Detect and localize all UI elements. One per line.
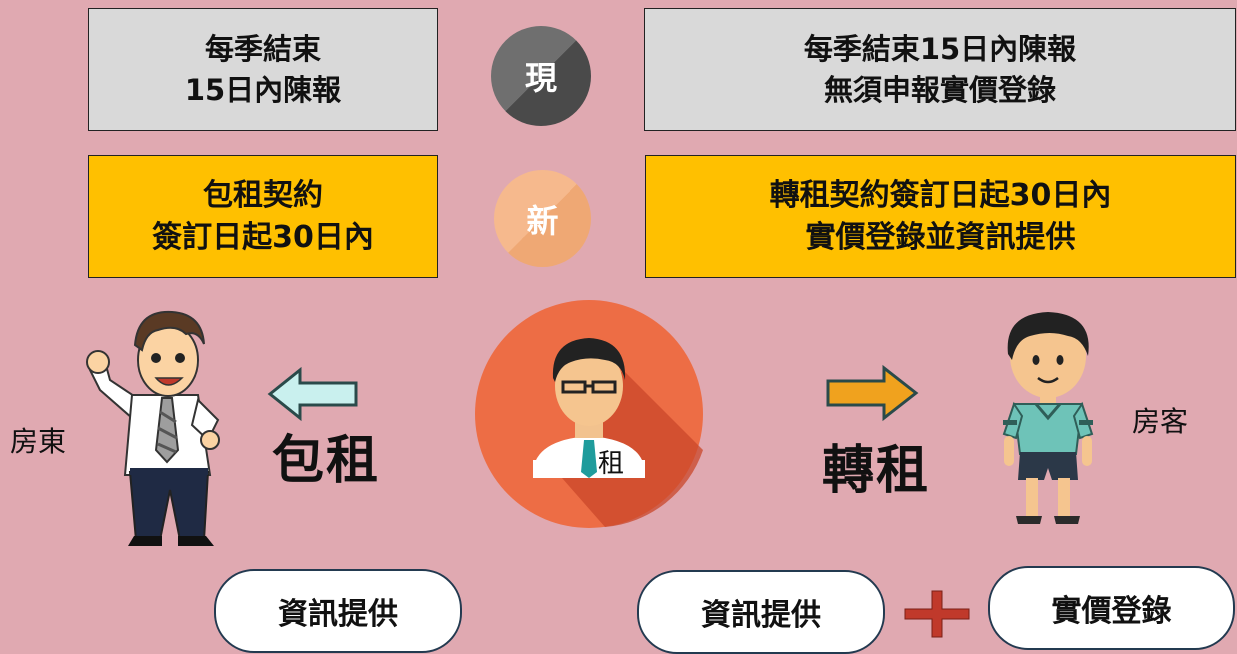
left-arrow-icon bbox=[267, 366, 358, 422]
right-arrow-label: 轉租 bbox=[822, 441, 931, 501]
new-left-box: 包租契約 簽訂日起30日內 bbox=[88, 155, 438, 278]
current-right-line-1: 每季結束15日內陳報 bbox=[803, 32, 1077, 67]
tenant-illustration bbox=[1002, 312, 1094, 524]
current-left-box: 每季結束 15日內陳報 bbox=[88, 8, 438, 131]
agent-tag: 租 bbox=[598, 449, 625, 479]
current-badge-label: 現 bbox=[524, 59, 557, 97]
landlord-label: 房東 bbox=[10, 425, 67, 458]
current-badge: 現 bbox=[491, 26, 591, 126]
right-info-label: 資訊提供 bbox=[701, 598, 821, 633]
new-left-line-2: 簽訂日起30日內 bbox=[152, 219, 374, 255]
current-left-line-2: 15日內陳報 bbox=[184, 72, 342, 107]
left-info-label: 資訊提供 bbox=[278, 597, 398, 632]
new-badge-label: 新 bbox=[526, 201, 559, 240]
right-arrow-icon bbox=[826, 364, 919, 422]
left-info-pill: 資訊提供 bbox=[214, 569, 462, 653]
right-info-pill: 資訊提供 bbox=[637, 570, 885, 654]
plus-icon bbox=[904, 590, 970, 638]
new-right-line-1: 轉租契約簽訂日起30日內 bbox=[769, 178, 1112, 214]
agent-illustration bbox=[475, 300, 703, 528]
tenant-label: 房客 bbox=[1132, 405, 1189, 438]
current-right-box: 每季結束15日內陳報 無須申報實價登錄 bbox=[644, 8, 1236, 131]
current-left-line-1: 每季結束 bbox=[204, 32, 321, 67]
new-right-line-2: 實價登錄並資訊提供 bbox=[805, 219, 1076, 255]
new-badge: 新 bbox=[494, 170, 591, 267]
landlord-illustration bbox=[86, 310, 220, 546]
left-arrow-label: 包租 bbox=[272, 431, 381, 491]
current-right-line-2: 無須申報實價登錄 bbox=[823, 72, 1056, 107]
registration-label: 實價登錄 bbox=[1051, 594, 1172, 629]
new-left-line-1: 包租契約 bbox=[203, 178, 323, 214]
registration-pill: 實價登錄 bbox=[988, 566, 1235, 650]
new-right-box: 轉租契約簽訂日起30日內 實價登錄並資訊提供 bbox=[645, 155, 1236, 278]
